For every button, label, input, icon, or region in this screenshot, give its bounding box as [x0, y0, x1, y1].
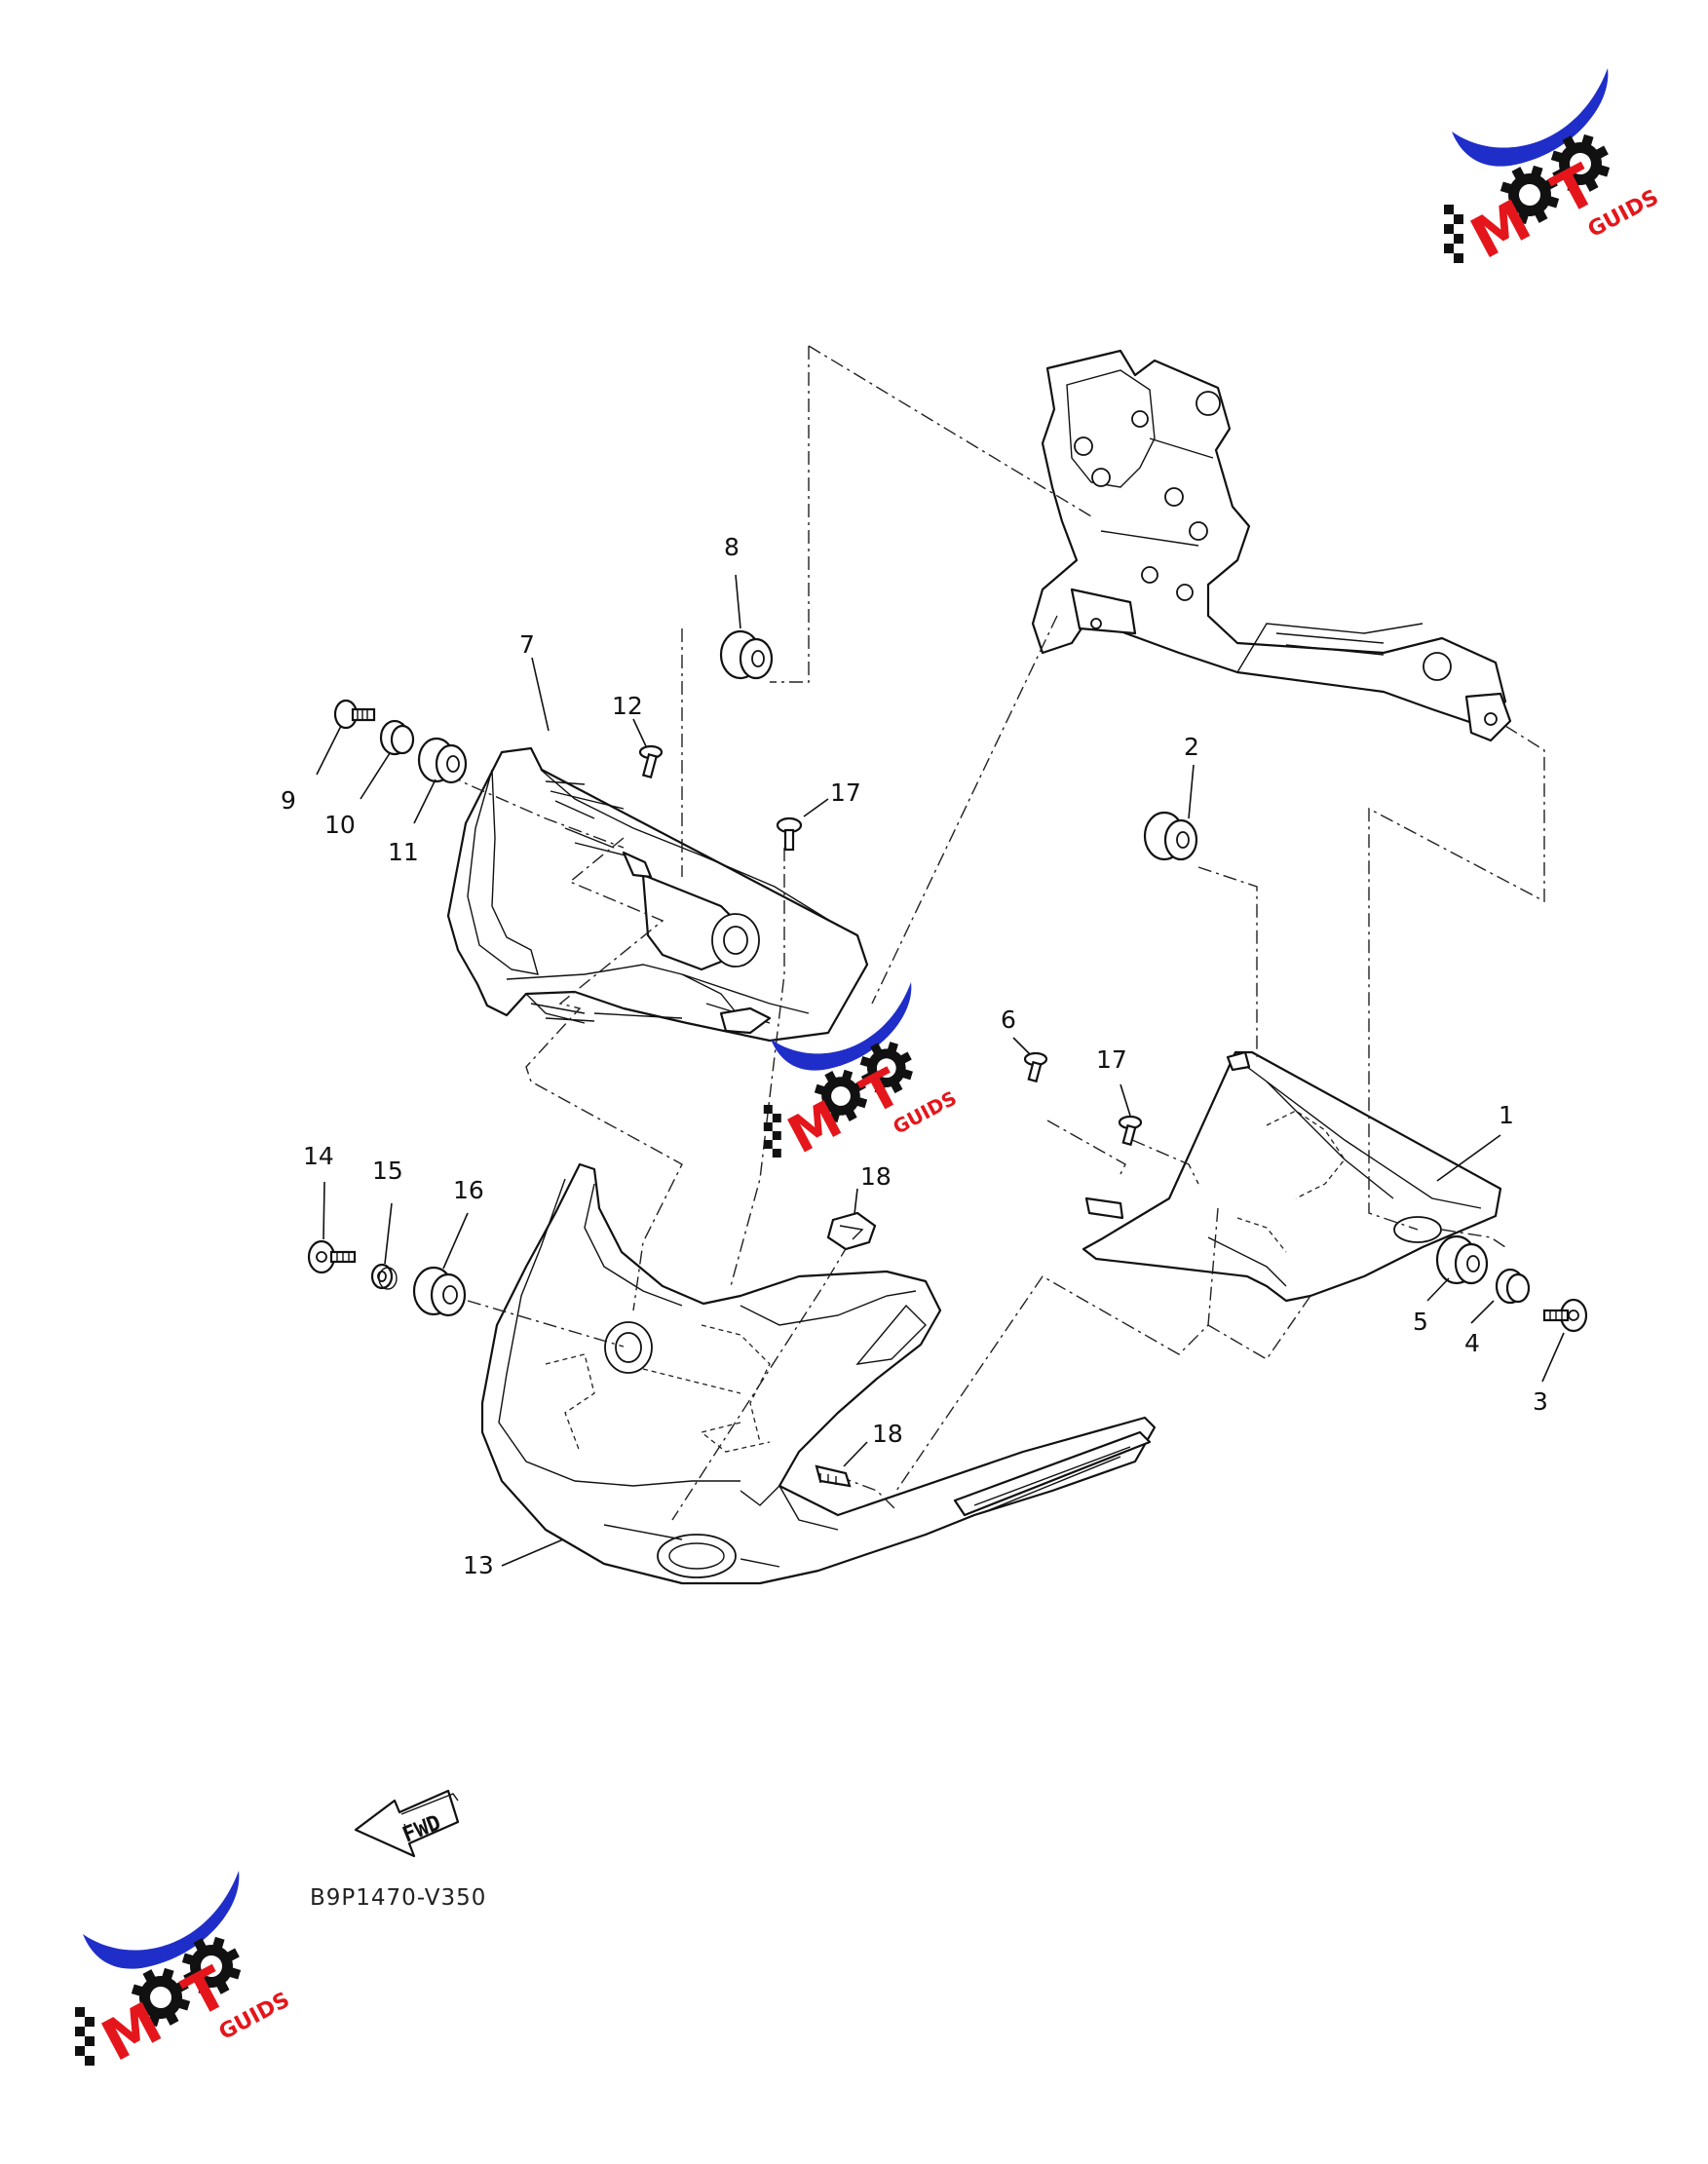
callout-18-lower: 18 [872, 1420, 903, 1448]
leader-lines [316, 574, 1565, 1567]
callout-15: 15 [372, 1157, 403, 1185]
screw-12 [638, 744, 664, 779]
grommet-8 [719, 629, 774, 680]
logo-top-right: M T GUIDS [1444, 68, 1663, 272]
bolt-3 [1542, 1298, 1588, 1333]
frame-bracket [1031, 349, 1512, 742]
callout-14: 14 [303, 1142, 334, 1170]
callout-7: 7 [519, 630, 535, 659]
screw-6 [1023, 1051, 1048, 1083]
grommet-16 [412, 1266, 467, 1317]
grommet-11 [417, 737, 468, 784]
grommet-5 [1435, 1234, 1489, 1285]
collar-4 [1495, 1268, 1531, 1305]
callout-11: 11 [388, 838, 419, 866]
fasteners [307, 629, 1588, 1488]
washer-15 [370, 1263, 398, 1290]
screw-17-upper [776, 816, 803, 852]
fwd-arrow: FWD [354, 1789, 460, 1858]
screw-17-right [1118, 1115, 1143, 1147]
diagram-code: B9P1470-V350 [310, 1885, 486, 1911]
callout-9: 9 [281, 786, 296, 815]
callout-4: 4 [1464, 1329, 1480, 1357]
callout-17-right: 17 [1096, 1045, 1127, 1074]
callout-8: 8 [724, 533, 740, 561]
callout-18-upper: 18 [860, 1162, 892, 1191]
callout-17-upper: 17 [830, 778, 861, 807]
callout-13: 13 [463, 1551, 494, 1579]
callout-5: 5 [1413, 1308, 1428, 1336]
assembly-lines [447, 345, 1545, 1521]
callout-6: 6 [1001, 1006, 1016, 1034]
callout-1: 1 [1499, 1101, 1514, 1129]
collar-10 [379, 719, 415, 756]
callout-labels: 1 2 3 4 5 6 7 8 9 10 11 12 13 14 15 16 1… [281, 533, 1548, 1579]
callout-10: 10 [324, 811, 356, 839]
part-7-inner-cowl [446, 746, 869, 1043]
callout-12: 12 [612, 692, 643, 720]
logo-bottom-left: M T GUIDS [75, 1871, 294, 2074]
part-13-lower-cowl [480, 1162, 1157, 1585]
grommet-2 [1143, 811, 1198, 861]
nut-18-upper [826, 1211, 877, 1251]
bolt-14 [307, 1239, 357, 1274]
clip-18-lower [815, 1464, 852, 1488]
callout-16: 16 [453, 1176, 484, 1204]
callout-2: 2 [1184, 733, 1199, 761]
part-1-under-cover [1082, 1050, 1502, 1303]
callout-3: 3 [1533, 1387, 1548, 1416]
bolt-9 [333, 699, 376, 730]
